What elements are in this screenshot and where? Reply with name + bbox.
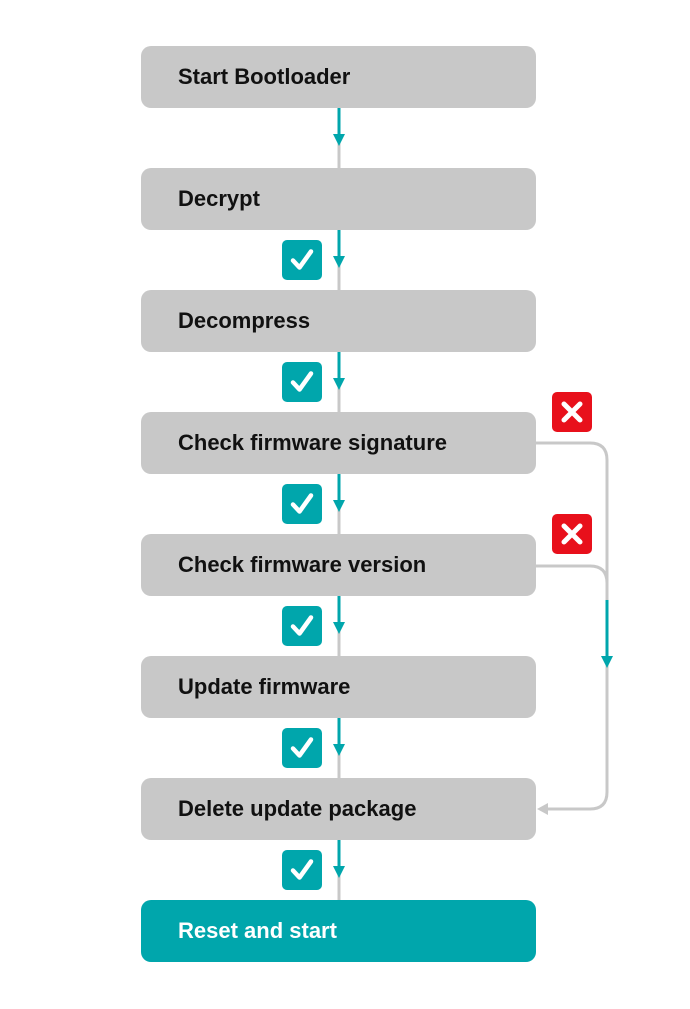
step-start-bootloader: Start Bootloader bbox=[141, 46, 536, 108]
step-label: Check firmware version bbox=[178, 552, 427, 577]
arrow-6 bbox=[333, 718, 345, 756]
step-label: Decrypt bbox=[178, 186, 260, 211]
check-icon bbox=[282, 362, 322, 402]
check-icon bbox=[282, 484, 322, 524]
failure-branch-arrow bbox=[601, 600, 613, 668]
step-decrypt: Decrypt bbox=[141, 168, 536, 230]
arrow-5 bbox=[333, 596, 345, 634]
step-decompress: Decompress bbox=[141, 290, 536, 352]
step-reset-and-start: Reset and start bbox=[141, 900, 536, 962]
cross-icon bbox=[552, 514, 592, 554]
check-icon bbox=[282, 728, 322, 768]
failure-entry-arrowhead bbox=[537, 803, 548, 815]
check-icon bbox=[282, 606, 322, 646]
arrow-4 bbox=[333, 474, 345, 512]
step-label: Reset and start bbox=[178, 918, 337, 943]
step-check-firmware-version: Check firmware version bbox=[141, 534, 536, 596]
step-label: Update firmware bbox=[178, 674, 351, 699]
arrow-1 bbox=[333, 108, 345, 146]
step-label: Decompress bbox=[178, 308, 311, 333]
signature-failure-path bbox=[536, 441, 609, 811]
arrow-2 bbox=[333, 230, 345, 268]
check-icon bbox=[282, 240, 322, 280]
check-icon bbox=[282, 850, 322, 890]
main-arrows bbox=[333, 108, 345, 878]
step-delete-update-package: Delete update package bbox=[141, 778, 536, 840]
step-label: Check firmware signature bbox=[178, 430, 447, 455]
step-update-firmware: Update firmware bbox=[141, 656, 536, 718]
step-check-firmware-signature: Check firmware signature bbox=[141, 412, 536, 474]
version-failure-path bbox=[536, 564, 609, 600]
arrow-7 bbox=[333, 840, 345, 878]
arrow-3 bbox=[333, 352, 345, 390]
cross-icon bbox=[552, 392, 592, 432]
step-label: Delete update package bbox=[178, 796, 417, 821]
step-label: Start Bootloader bbox=[178, 64, 351, 89]
